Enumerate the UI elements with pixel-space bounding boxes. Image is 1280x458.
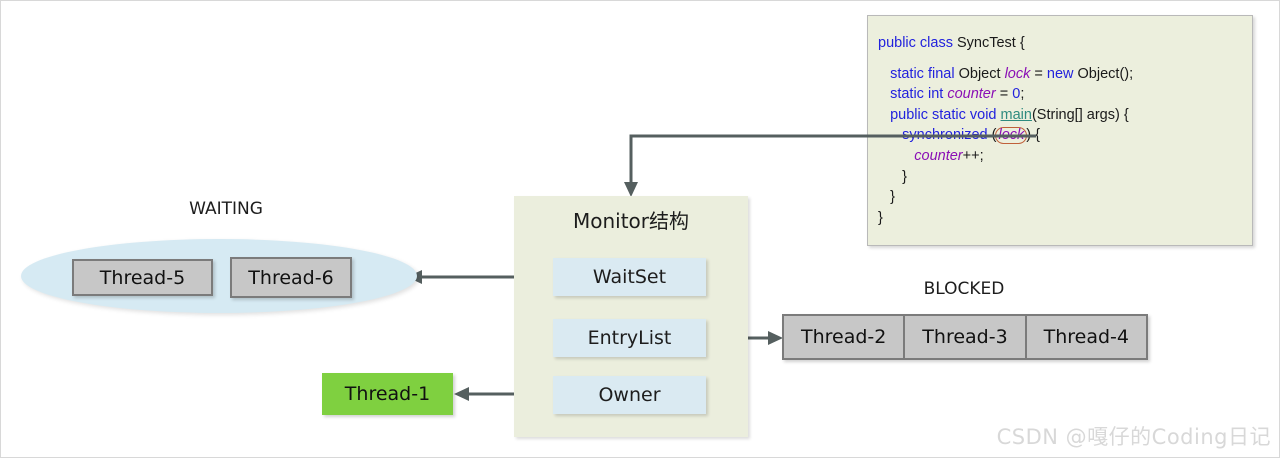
code-keyword-public: public [878, 35, 916, 51]
code-ctor-object: Object(); [1077, 65, 1134, 82]
code-assign-2: = [995, 86, 1013, 103]
csdn-watermark: CSDN @嘎仔的Coding日记 [996, 425, 1271, 449]
code-field-lock-ref: lock [998, 127, 1025, 144]
monitor-slot-owner-label: Owner [598, 384, 661, 406]
monitor-slot-entrylist[interactable]: EntryList [553, 319, 706, 357]
code-assign-1: = [1030, 65, 1047, 82]
code-blank-line [878, 54, 1252, 64]
monitor-panel: Monitor结构 WaitSet EntryList Owner [514, 196, 748, 437]
thread-1-label: Thread-1 [344, 383, 431, 405]
thread-5-label: Thread-5 [99, 266, 186, 289]
thread-2-label: Thread-2 [800, 326, 887, 348]
entrylist-to-blocked-arrowhead [768, 331, 783, 345]
thread-box-thread-2[interactable]: Thread-2 [784, 316, 906, 358]
code-keyword-synchronized: synchronized [902, 127, 988, 144]
code-keyword-new: new [1046, 65, 1074, 82]
monitor-slot-waitset[interactable]: WaitSet [553, 258, 706, 296]
thread-box-thread-3[interactable]: Thread-3 [905, 316, 1027, 358]
waiting-label: WAITING [189, 199, 263, 219]
code-keyword-static-3: static [932, 106, 966, 123]
code-brace-close-class: } [878, 209, 883, 226]
code-field-counter-decl: counter [947, 86, 996, 103]
code-method-params: (String[] args) { [1031, 106, 1129, 123]
thread-box-thread-4[interactable]: Thread-4 [1027, 316, 1146, 358]
code-value-zero: 0 [1012, 86, 1021, 103]
code-keyword-final: final [927, 65, 955, 82]
code-counter-increment: ++; [962, 147, 984, 164]
code-keyword-static-1: static [890, 65, 924, 82]
thread-box-thread-5[interactable]: Thread-5 [72, 259, 213, 296]
code-type-object: Object [958, 65, 1001, 82]
code-keyword-public-2: public [890, 106, 928, 123]
blocked-queue: Thread-2 Thread-3 Thread-4 [782, 314, 1148, 360]
thread-3-label: Thread-3 [922, 326, 1008, 348]
monitor-slot-entrylist-label: EntryList [587, 327, 672, 349]
thread-6-label: Thread-6 [248, 266, 334, 289]
code-brace-open-class: { [1015, 35, 1025, 51]
thread-box-thread-1[interactable]: Thread-1 [322, 373, 453, 415]
thread-box-thread-6[interactable]: Thread-6 [230, 257, 352, 298]
owner-to-thread1-arrowhead [454, 387, 469, 401]
code-panel: public class SyncTest { static final Obj… [867, 15, 1253, 246]
code-class-name: SyncTest [957, 35, 1016, 51]
code-keyword-class: class [919, 35, 953, 51]
code-method-main: main [1000, 106, 1032, 123]
code-lock-highlight: lock [995, 127, 1028, 145]
code-field-counter-ref: counter [914, 147, 963, 164]
code-keyword-void: void [969, 106, 997, 123]
lock-to-monitor-arrowhead [624, 182, 638, 197]
monitor-title: Monitor结构 [572, 209, 690, 233]
blocked-label: BLOCKED [923, 279, 1005, 299]
code-field-lock-decl: lock [1004, 65, 1031, 82]
monitor-slot-waitset-label: WaitSet [592, 266, 667, 288]
code-semicolon-1: ; [1020, 86, 1025, 103]
monitor-slot-owner[interactable]: Owner [553, 376, 706, 414]
code-paren-close: ) { [1026, 127, 1040, 144]
code-brace-close-sync: } [902, 168, 908, 185]
code-keyword-static-2: static [890, 86, 924, 103]
thread-4-label: Thread-4 [1043, 326, 1130, 348]
code-keyword-int: int [927, 86, 944, 103]
code-brace-close-main: } [890, 189, 895, 206]
